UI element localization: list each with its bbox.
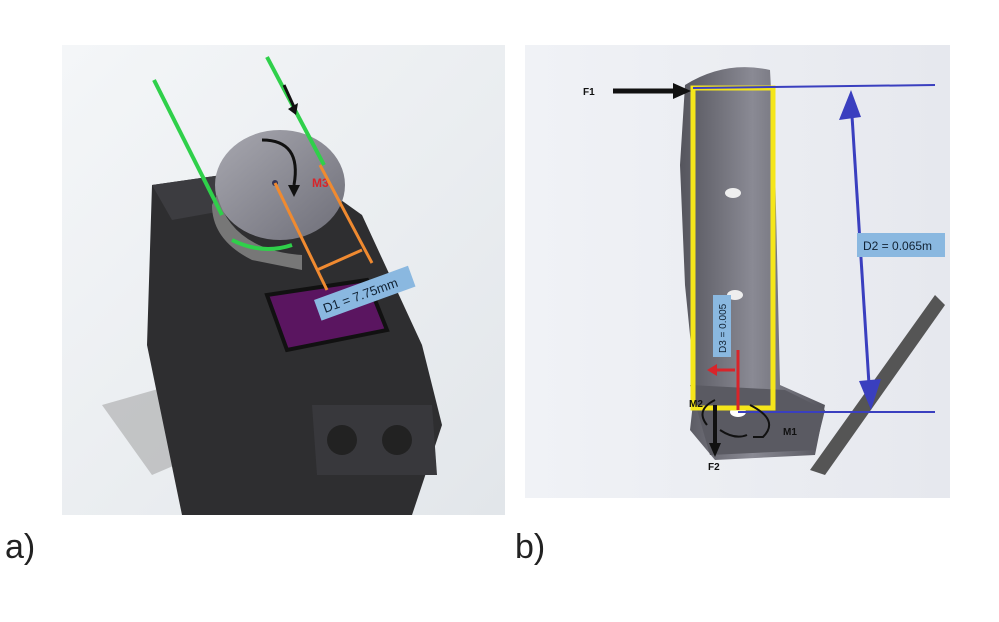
panel-a-servo-render: M3 D1 = 7.75mm: [62, 45, 505, 515]
arm-body: [680, 67, 825, 460]
m2-label: M2: [689, 399, 703, 410]
orange-dimension-arrow: [316, 248, 363, 272]
m1-moment-arrow: [749, 404, 771, 438]
d2-label: D2 = 0.065m: [857, 233, 945, 257]
moment-label: M3: [312, 176, 329, 190]
f2-label: F2: [708, 462, 720, 473]
d2-label-text: D2 = 0.065m: [863, 239, 932, 253]
moment-arrow: [261, 138, 297, 186]
m2-moment-arrow: [701, 399, 716, 426]
panel-b-arm-render: D2 = 0.065m F1 D3 = 0.005 F2 M1 M2: [525, 45, 950, 498]
green-force-line: [152, 79, 224, 216]
d3-label-text: D3 = 0.005: [718, 303, 729, 353]
d3-label: D3 = 0.005: [713, 295, 731, 357]
m1-label: M1: [783, 427, 797, 438]
caption-a: a): [5, 528, 36, 566]
f1-label: F1: [583, 87, 595, 98]
caption-b: b): [515, 528, 546, 566]
servo-horn: [215, 130, 345, 240]
